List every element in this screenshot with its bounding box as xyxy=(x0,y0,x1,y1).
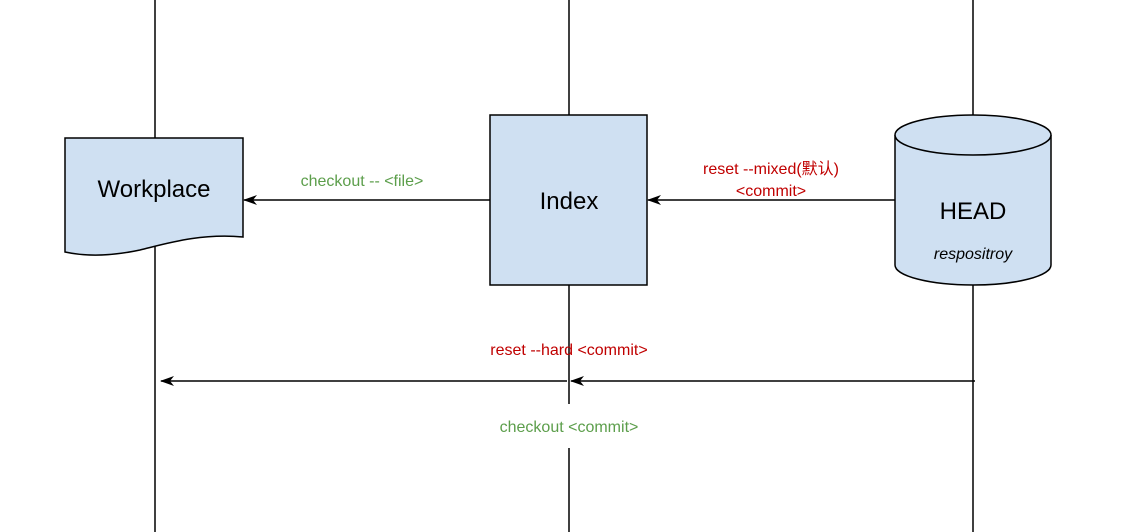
head-node-top xyxy=(894,114,1052,156)
checkout-commit-label: checkout <commit> xyxy=(500,419,639,436)
workplace-label: Workplace xyxy=(98,176,211,203)
workplace-node xyxy=(64,137,244,256)
index-label: Index xyxy=(540,188,599,215)
reset-hard-label: reset --hard <commit> xyxy=(490,342,647,359)
reset-mixed-label-line2: <commit> xyxy=(736,183,806,200)
reset-mixed-label-line1: reset --mixed(默认) xyxy=(703,160,839,178)
checkout-file-label: checkout -- <file> xyxy=(301,173,424,190)
head-sublabel: respositroy xyxy=(934,246,1013,263)
head-label: HEAD xyxy=(940,198,1007,225)
head-node xyxy=(894,135,1052,286)
